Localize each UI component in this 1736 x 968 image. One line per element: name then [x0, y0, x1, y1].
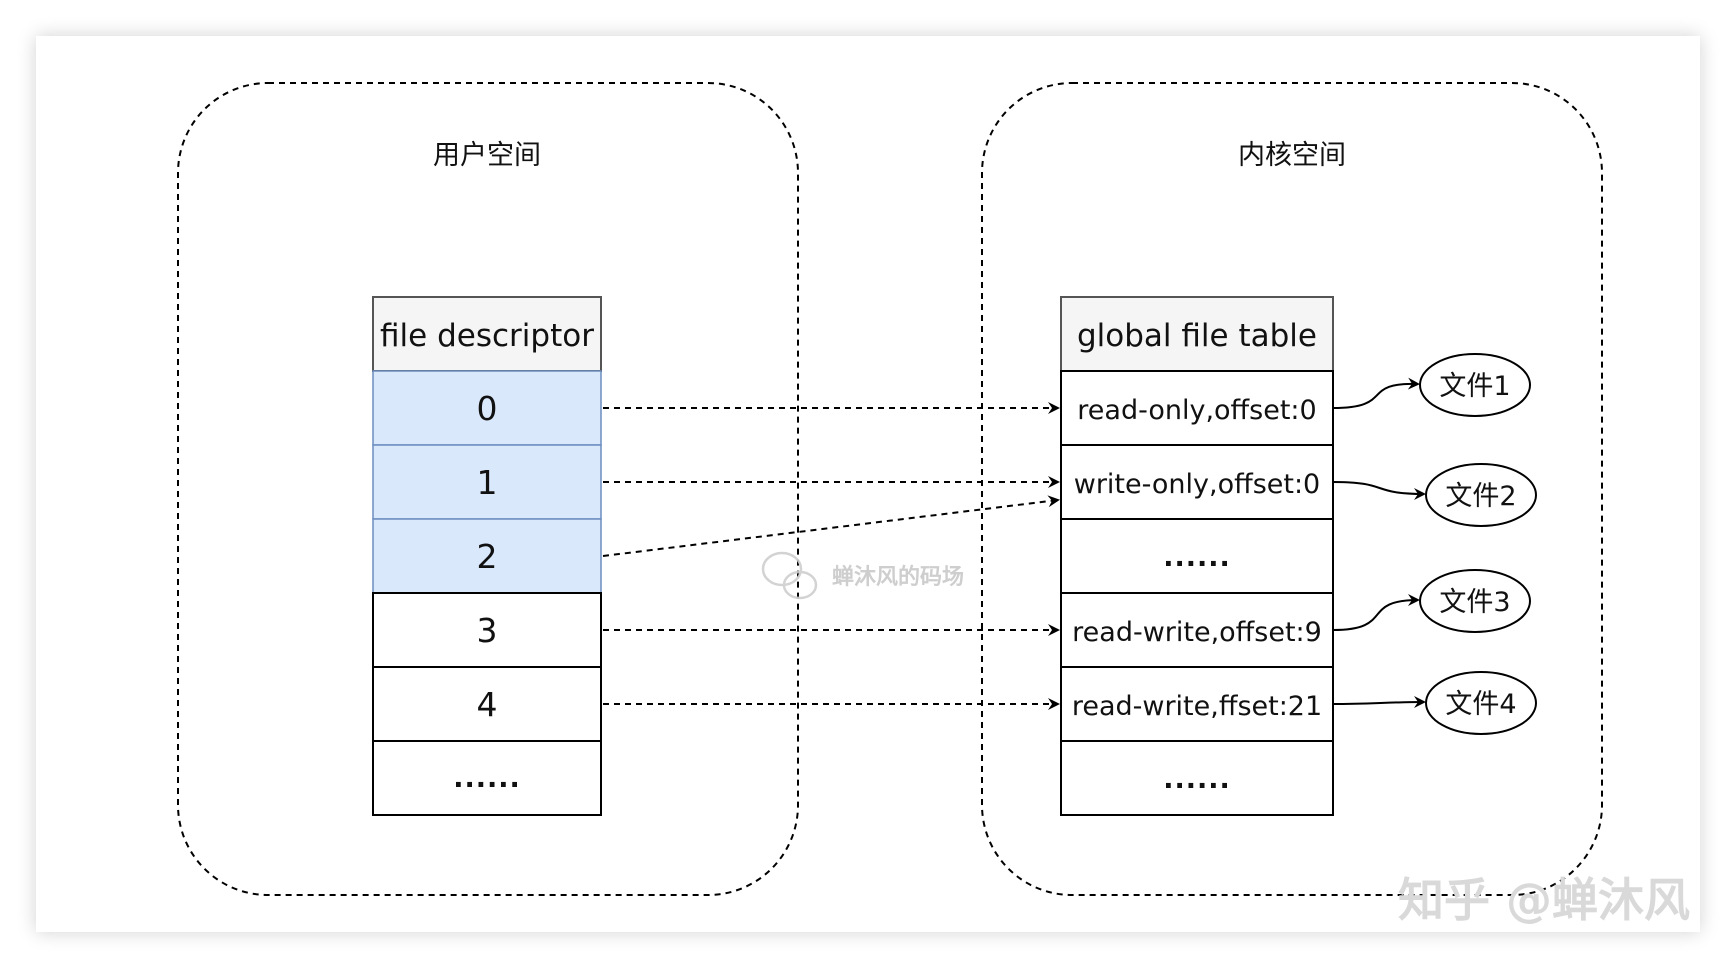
global-file-table: global file table read-only,offset:0 wri…: [1060, 296, 1334, 816]
file-table-row-label: read-only,offset:0: [1077, 395, 1316, 426]
fd-table-header-label: file descriptor: [380, 318, 594, 354]
fd2-to-writeonly-arrow: [602, 495, 1060, 557]
file-table-header-label: global file table: [1077, 318, 1317, 354]
user-space-title: 用户空间: [433, 140, 541, 171]
fd-row-label: 1: [477, 463, 498, 502]
fd-table-header: [372, 296, 602, 372]
file-table-row-label: write-only,offset:0: [1074, 469, 1320, 500]
center-watermark: 蝉沐风的码场: [761, 551, 964, 600]
file-node: 文件1: [1419, 353, 1531, 417]
file-node: 文件3: [1419, 569, 1531, 633]
diagram-card: [36, 36, 1700, 932]
file-table-row: [1060, 666, 1334, 742]
corner-watermark: 知乎 @蝉沐风: [1398, 873, 1690, 927]
kernel-space-title: 内核空间: [1238, 140, 1346, 171]
file-node-label: 文件1: [1439, 371, 1510, 402]
fd-table: file descriptor 0 1 2 3 4 ......: [372, 296, 602, 816]
file-node: 文件2: [1425, 463, 1537, 527]
writeonly-to-file2-arrow: [1332, 481, 1426, 500]
center-watermark-text: 蝉沐风的码场: [832, 564, 964, 590]
fd-row: [372, 370, 602, 446]
fd-row-label: 4: [477, 685, 498, 724]
file-table-row: [1060, 740, 1334, 816]
readonly-to-file1-arrow: [1332, 377, 1420, 409]
file-table-row: [1060, 370, 1334, 446]
fd-row: [372, 518, 602, 594]
fd-row-label: 3: [477, 611, 498, 650]
wechat-icon: [761, 551, 818, 600]
file-node-label: 文件3: [1439, 587, 1510, 618]
fd-row: [372, 444, 602, 520]
file-table-row-label: ......: [1163, 542, 1231, 573]
kernel-space-region: [981, 82, 1603, 896]
fd-row-label: 0: [477, 389, 498, 428]
readwrite9-to-file3-arrow: [1332, 594, 1420, 631]
fd-row-label: 2: [477, 537, 498, 576]
file-node: 文件4: [1425, 671, 1537, 735]
file-table-row-label: read-write,offset:9: [1072, 617, 1322, 648]
file-node-label: 文件2: [1445, 481, 1516, 512]
file-table-row-label: ......: [1163, 764, 1231, 795]
file-table-row-label: read-write,ffset:21: [1072, 691, 1322, 722]
file-table-row: [1060, 518, 1334, 594]
fd-row-label: ......: [453, 763, 521, 794]
readwrite21-to-file4-arrow: [1332, 696, 1426, 709]
fd-row: [372, 592, 602, 668]
file-node-label: 文件4: [1445, 689, 1516, 720]
user-space-region: [177, 82, 799, 896]
fd-row: [372, 740, 602, 816]
